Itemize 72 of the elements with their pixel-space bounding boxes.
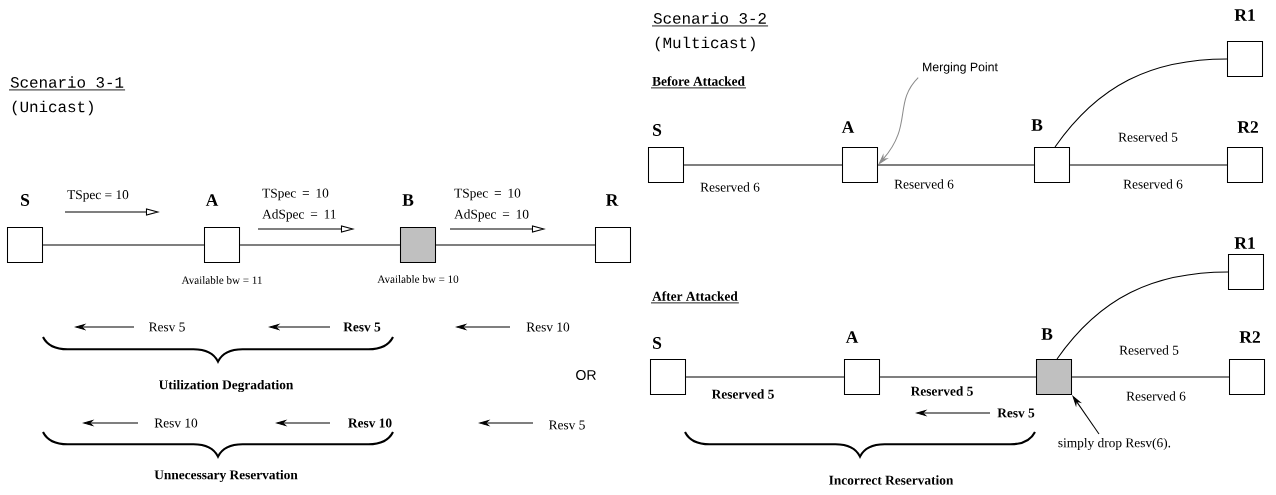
router-box: B xyxy=(1031,119,1071,184)
edge-label: Reserved 5 xyxy=(709,387,777,401)
bandwidth-label: Available bw = 10 xyxy=(377,275,459,283)
router-box: S xyxy=(647,124,685,184)
outcome-label: Unnecessary Reservation xyxy=(154,469,298,483)
node-label: S xyxy=(653,337,662,349)
link-line xyxy=(877,164,1035,166)
node-label: R xyxy=(605,194,619,206)
message-label: Resv 10 xyxy=(526,322,570,332)
edge-label: Reserved 6 xyxy=(1124,389,1188,403)
message-label: Resv 5 xyxy=(343,322,381,332)
router-box: A xyxy=(203,194,241,264)
link-line xyxy=(879,376,1037,378)
flow-label: TSpec = 10 AdSpec = 11 xyxy=(262,188,336,222)
message-label: Resv 10 xyxy=(348,418,392,428)
router-box: R1 xyxy=(1226,9,1264,78)
edge-label: Reserved 5 xyxy=(1116,130,1180,144)
link-line xyxy=(42,244,205,246)
node-label: B xyxy=(1041,328,1053,340)
router-box: B xyxy=(1035,328,1073,396)
router-box: S xyxy=(650,337,687,396)
edge-label: Reserved 6 xyxy=(892,177,956,191)
link-line xyxy=(1056,271,1229,360)
flow-label: TSpec = 10 AdSpec = 10 xyxy=(454,188,529,222)
annotation-text: simply drop Resv(6). xyxy=(1058,437,1171,451)
link-line xyxy=(1071,376,1230,378)
node-label: A xyxy=(845,331,859,343)
leader-line xyxy=(878,77,919,165)
link-line xyxy=(1054,58,1228,148)
link-line xyxy=(435,244,596,246)
choice-label: OR xyxy=(576,370,596,380)
flow-label: TSpec = 10 xyxy=(67,190,129,202)
outcome-label: Utilization Degradation xyxy=(159,379,294,393)
edge-label: Reserved 6 xyxy=(1121,177,1185,191)
scenario-title: Scenario 3-1 xyxy=(10,76,124,88)
node-label: A xyxy=(205,194,219,206)
link-line xyxy=(1069,164,1228,166)
edge-label: Reserved 6 xyxy=(698,180,762,194)
router-box: A xyxy=(843,331,881,396)
node-label: R2 xyxy=(1239,331,1260,343)
node-label: B xyxy=(402,194,414,206)
section-heading: After Attacked xyxy=(652,291,738,301)
link-line xyxy=(239,244,401,246)
scenario-subtitle: (Unicast) xyxy=(12,100,93,116)
message-label: Resv 5 xyxy=(549,420,585,430)
message-label: Resv 10 xyxy=(154,418,198,428)
router-box: A xyxy=(841,121,879,184)
router-box: B xyxy=(399,194,437,264)
node-label: R2 xyxy=(1237,121,1258,133)
node-label: R1 xyxy=(1234,237,1255,249)
edge-label: Reserved 5 xyxy=(908,384,976,398)
node-label: S xyxy=(653,124,662,136)
message-label: Resv 5 xyxy=(997,408,1035,418)
node-label: B xyxy=(1031,119,1043,131)
edge-label: Reserved 5 xyxy=(1117,343,1181,357)
scenario-title: Scenario 3-2 xyxy=(653,12,766,24)
leader-text: Merging Point xyxy=(923,62,998,74)
scenario-subtitle: (Multicast) xyxy=(655,36,755,52)
bandwidth-label: Available bw = 11 xyxy=(181,276,262,284)
router-box: R xyxy=(594,194,632,264)
router-box: R2 xyxy=(1228,331,1266,396)
message-label: Resv 5 xyxy=(149,322,185,332)
router-box: R1 xyxy=(1227,237,1265,291)
router-box: R2 xyxy=(1226,121,1264,184)
section-heading: Before Attacked xyxy=(652,76,745,86)
outcome-label: Incorrect Reservation xyxy=(829,475,954,485)
link-line xyxy=(683,164,843,166)
router-box: S xyxy=(7,194,44,264)
link-line xyxy=(685,376,845,378)
node-label: R1 xyxy=(1234,9,1255,21)
node-label: A xyxy=(841,121,855,133)
node-label: S xyxy=(21,194,30,206)
